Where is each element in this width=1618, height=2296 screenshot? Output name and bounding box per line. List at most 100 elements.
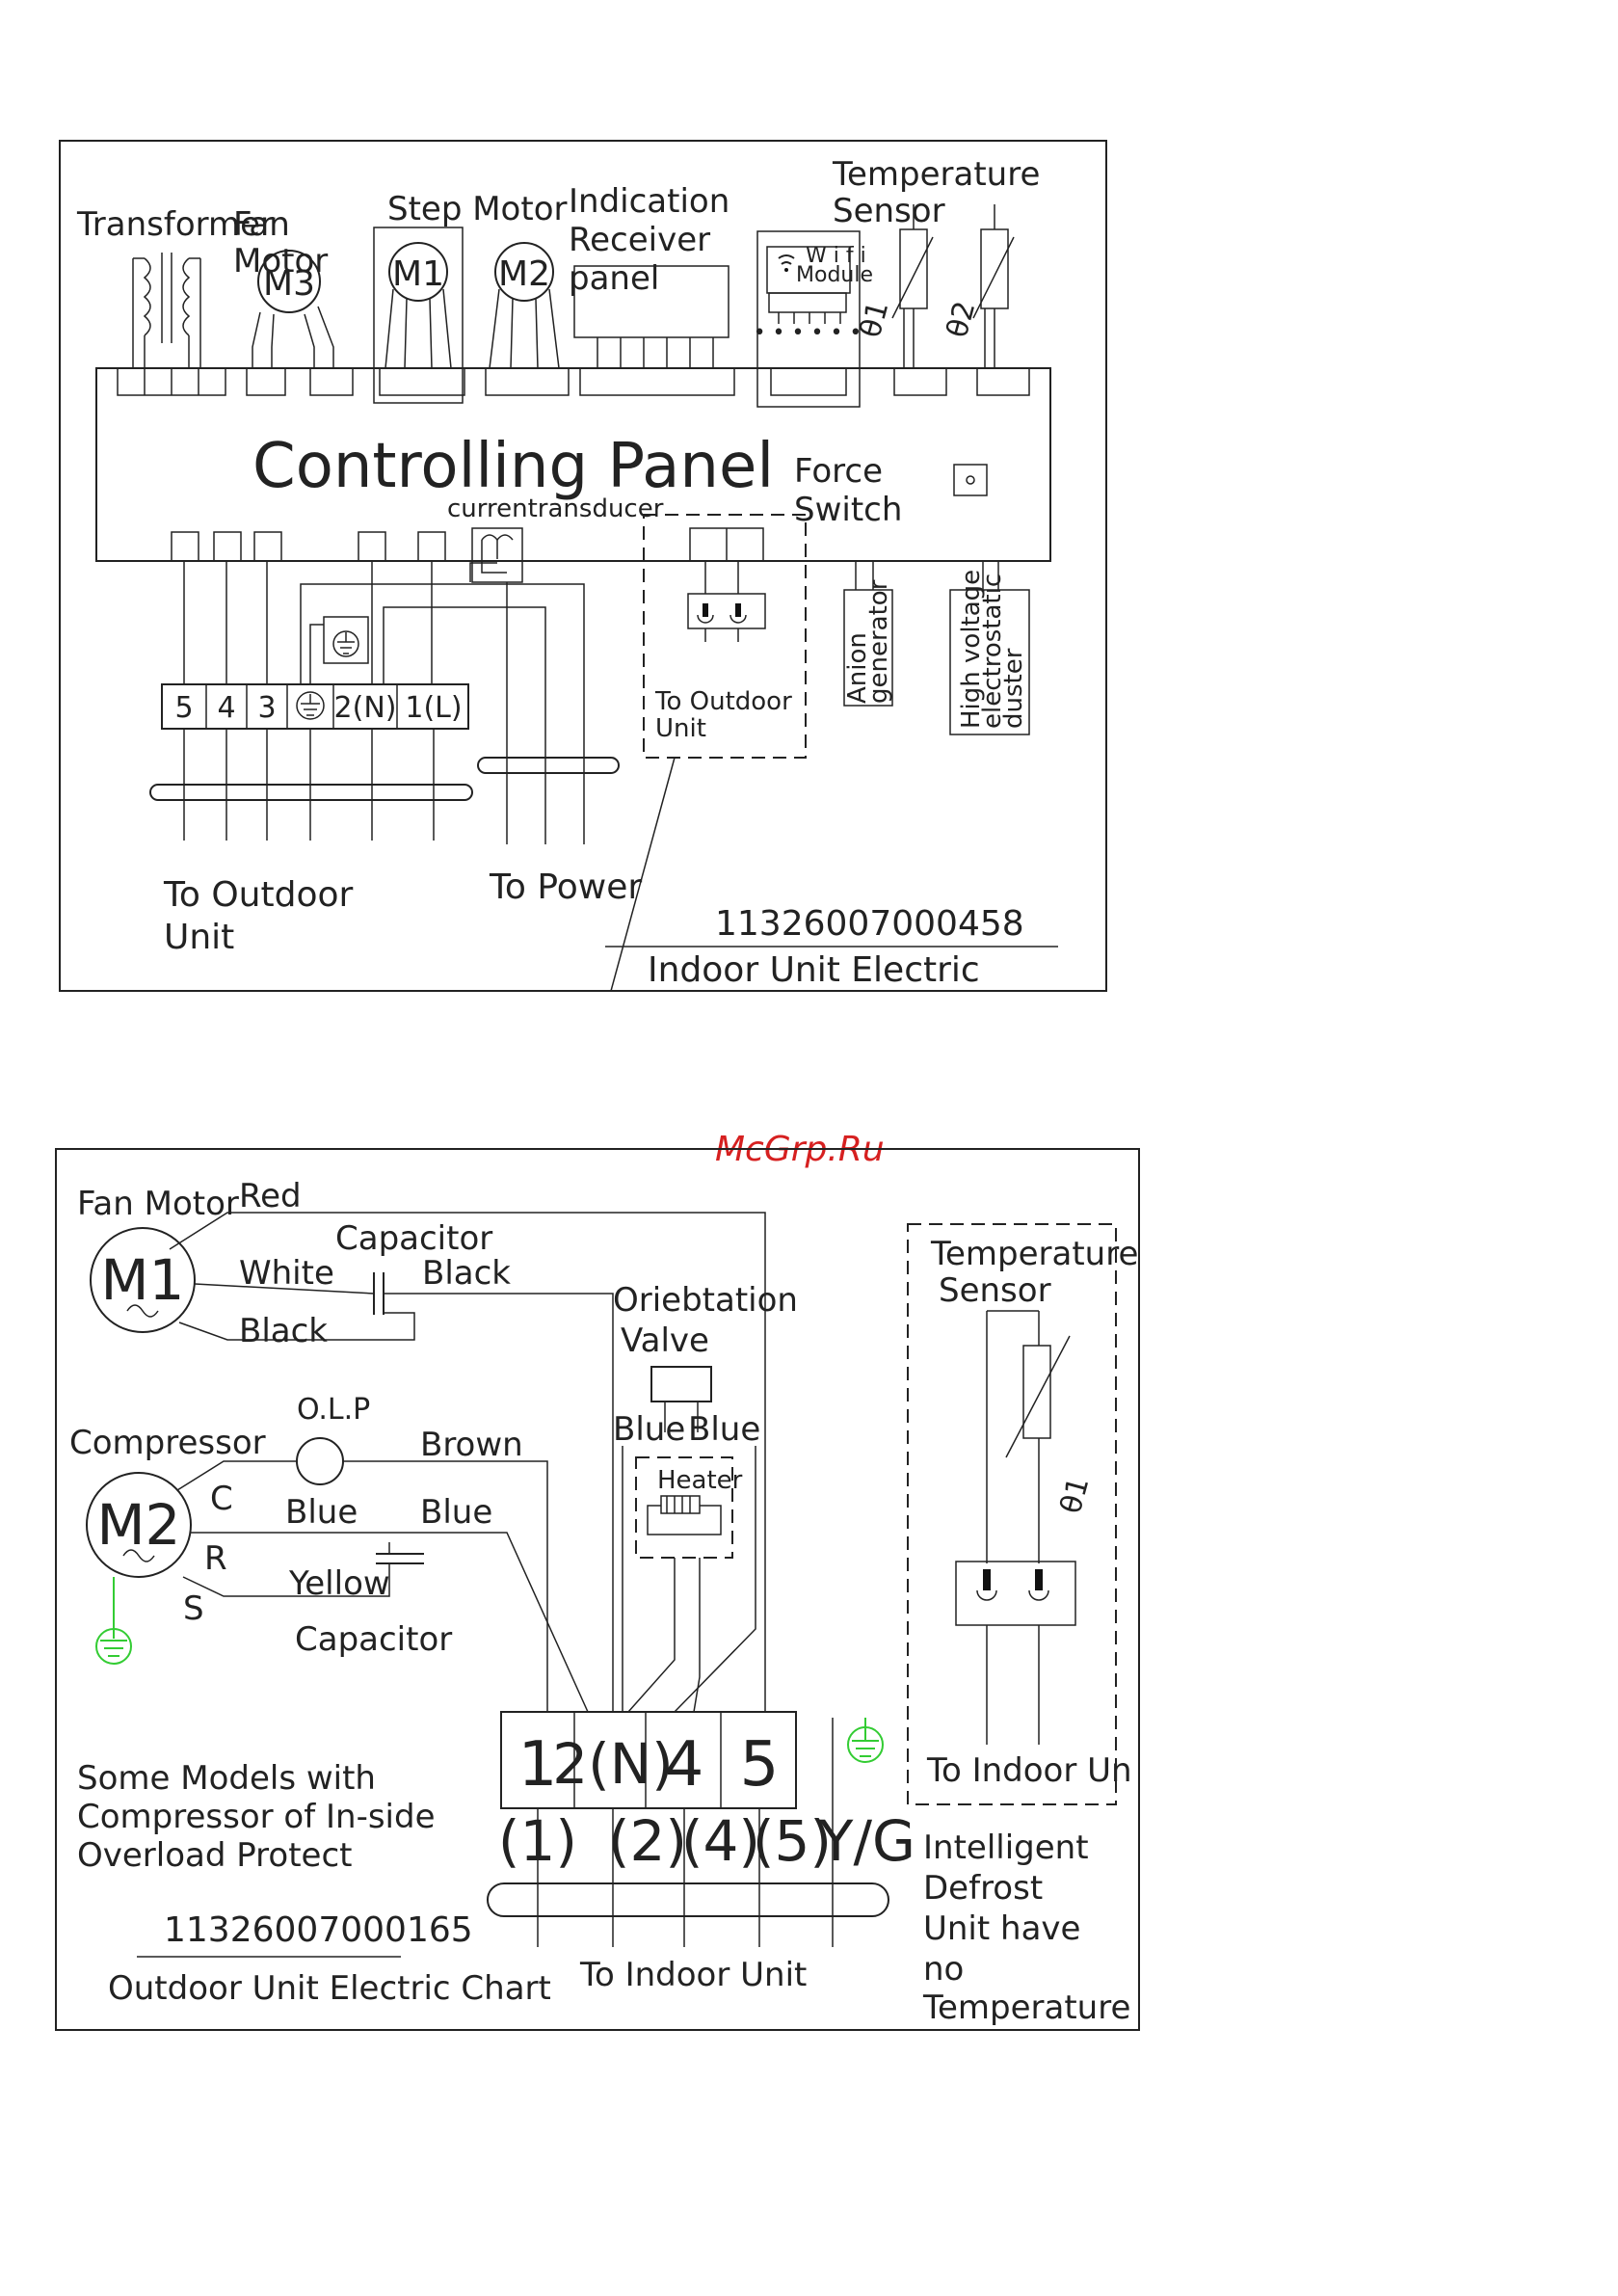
terminal-3: 3	[257, 691, 276, 725]
capacitor-top-symbol	[373, 1272, 385, 1315]
outdoor-temp-sensor-label-line1: Temperature	[930, 1235, 1138, 1273]
step-motor-m2-text: M2	[498, 254, 550, 294]
hv-label-line2: electrostatic	[978, 574, 1007, 729]
indoor-frame	[59, 140, 1107, 992]
step-motor-label: Step Motor	[387, 190, 567, 228]
wifi-module-label-line1: W i f i	[806, 244, 866, 268]
blue-cap-wire-label: Blue	[420, 1493, 492, 1532]
ground-icon	[296, 691, 325, 720]
indication-label-line3: panel	[569, 259, 659, 298]
anion-label-line1: Anion	[843, 632, 872, 704]
to-power-label: To Power	[489, 868, 642, 907]
outdoor-code: 11326007000165	[164, 1910, 473, 1950]
outdoor-to-indoor-right-label: To Indoor Un	[926, 1751, 1132, 1790]
indoor-caption: Indoor Unit Electric	[648, 950, 980, 990]
outdoor-frame	[55, 1148, 1140, 2031]
terminal-2n: 2(N)	[334, 691, 397, 725]
outdoor-temp-sensor-label-line2: Sensor	[939, 1271, 1051, 1310]
sub-terminal-yg: Y/G	[818, 1808, 915, 1874]
wifi-module-dots: • • • • • •	[754, 321, 862, 345]
force-switch-label-line2: Switch	[794, 491, 902, 529]
theta2-label: θ2	[941, 298, 983, 341]
brown-wire-label: Brown	[420, 1426, 523, 1464]
anion-generator: Anion generator	[843, 561, 893, 707]
controlling-panel-label: Controlling Panel	[252, 431, 774, 502]
defrost-note-line2: Defrost	[923, 1869, 1043, 1908]
panel-bottom-connectors	[171, 531, 446, 562]
controlling-panel-box	[95, 367, 1051, 562]
outdoor-terminal-4: 4	[665, 1729, 704, 1801]
olp-symbol	[296, 1437, 344, 1485]
temp-sensor-theta2: θ2	[941, 204, 1015, 368]
outdoor-wiring	[169, 1212, 889, 1947]
indication-label-line2: Receiver	[569, 221, 710, 259]
wifi-module: W i f i Module • • • • • •	[754, 230, 873, 408]
hv-label-line1: High voltage	[957, 570, 986, 729]
fan-motor-m1-text: M1	[101, 1247, 185, 1313]
indoor-code: 11326007000458	[715, 904, 1024, 944]
indication-receiver-panel	[573, 265, 729, 368]
terminal-1l: 1(L)	[405, 691, 462, 725]
wifi-icon	[778, 254, 795, 265]
ground-icon-upper	[309, 616, 369, 684]
capacitor-bottom-symbol	[376, 1553, 424, 1564]
indoor-wiring	[149, 561, 620, 844]
to-outdoor-connector-box: To Outdoor Unit	[610, 514, 807, 992]
step-motor-m1-text: M1	[392, 254, 444, 294]
to-indoor-unit-label: To Indoor Unit	[579, 1956, 807, 1994]
orientation-valve-label-line2: Valve	[621, 1322, 709, 1360]
force-switch-label-line1: Force	[794, 452, 883, 491]
outdoor-terminal-block: 1 2(N) 4 5	[500, 1711, 797, 1809]
red-wire-label: Red	[239, 1177, 302, 1215]
wifi-module-label-line2: Module	[796, 263, 873, 287]
outdoor-caption: Outdoor Unit Electric Chart	[108, 1969, 551, 2008]
black-wire-upper-label: Black	[422, 1254, 511, 1293]
fan-motor-m3-symbol: M3	[252, 250, 334, 368]
blue-right-label: Blue	[688, 1410, 760, 1449]
step-motor-m2-symbol: M2	[489, 242, 560, 369]
fan-motor-m3-text: M3	[263, 264, 315, 304]
olp-label: O.L.P	[297, 1393, 370, 1427]
current-transducer-label: currentransducer	[447, 494, 664, 523]
fan-motor-label: Fan Motor	[77, 1185, 239, 1223]
orientation-valve-box	[650, 1366, 712, 1402]
heater-label: Heater	[657, 1466, 743, 1495]
compressor-m2-text: M2	[97, 1492, 181, 1558]
hv-label-line3: duster	[999, 648, 1028, 729]
sub-terminal-4: (4)	[681, 1808, 760, 1874]
defrost-note-line3: Unit have	[923, 1909, 1080, 1948]
capacitor-top-label: Capacitor	[335, 1219, 492, 1258]
compressor-label: Compressor	[69, 1424, 266, 1462]
transformer-symbol	[132, 253, 201, 368]
compressor-m2-symbol: M2	[86, 1472, 192, 1578]
transformer-label: Transformer	[76, 205, 274, 244]
defrost-note-line4: no	[923, 1950, 964, 1989]
fan-motor-m1-symbol: M1	[90, 1227, 196, 1333]
to-outdoor-label-line2: Unit	[164, 918, 234, 957]
current-transducer-symbol	[471, 527, 523, 583]
sub-terminal-5: (5)	[753, 1808, 832, 1874]
compressor-s-label: S	[183, 1589, 204, 1628]
outdoor-terminal-2n: 2(N)	[552, 1731, 674, 1797]
indoor-unit-diagram: Controlling Panel Transformer Fan	[59, 140, 1107, 992]
ground-icon-outdoor	[832, 1718, 884, 1947]
sub-terminal-2: (2)	[608, 1808, 687, 1874]
to-outdoor-label-line1: To Outdoor	[163, 875, 354, 915]
black-wire-lower-label: Black	[239, 1312, 328, 1350]
note-line2: Compressor of In-side	[77, 1798, 436, 1836]
indoor-terminal-block: 5 4 3 2(N) 1(L)	[161, 683, 469, 730]
compressor-r-label: R	[204, 1539, 227, 1578]
fan-motor-label-line1: Fan	[233, 205, 290, 244]
note-line1: Some Models with	[77, 1759, 376, 1798]
high-voltage-duster: High voltage electrostatic duster	[949, 561, 1030, 735]
temp-sensor-label-line1: Temperature	[832, 155, 1040, 194]
to-outdoor-small-line1: To Outdoor	[654, 687, 792, 716]
blue-comp-wire-label: Blue	[285, 1493, 358, 1532]
outdoor-temp-sensor-box: Temperature Sensor θ1 To Indoor Un	[907, 1223, 1138, 1805]
note-line3: Overload Protect	[77, 1836, 352, 1875]
force-switch-symbol	[953, 464, 988, 496]
capacitor-bottom-label: Capacitor	[295, 1620, 452, 1659]
blue-left-label: Blue	[613, 1410, 685, 1449]
defrost-note-line1: Intelligent	[923, 1829, 1089, 1867]
